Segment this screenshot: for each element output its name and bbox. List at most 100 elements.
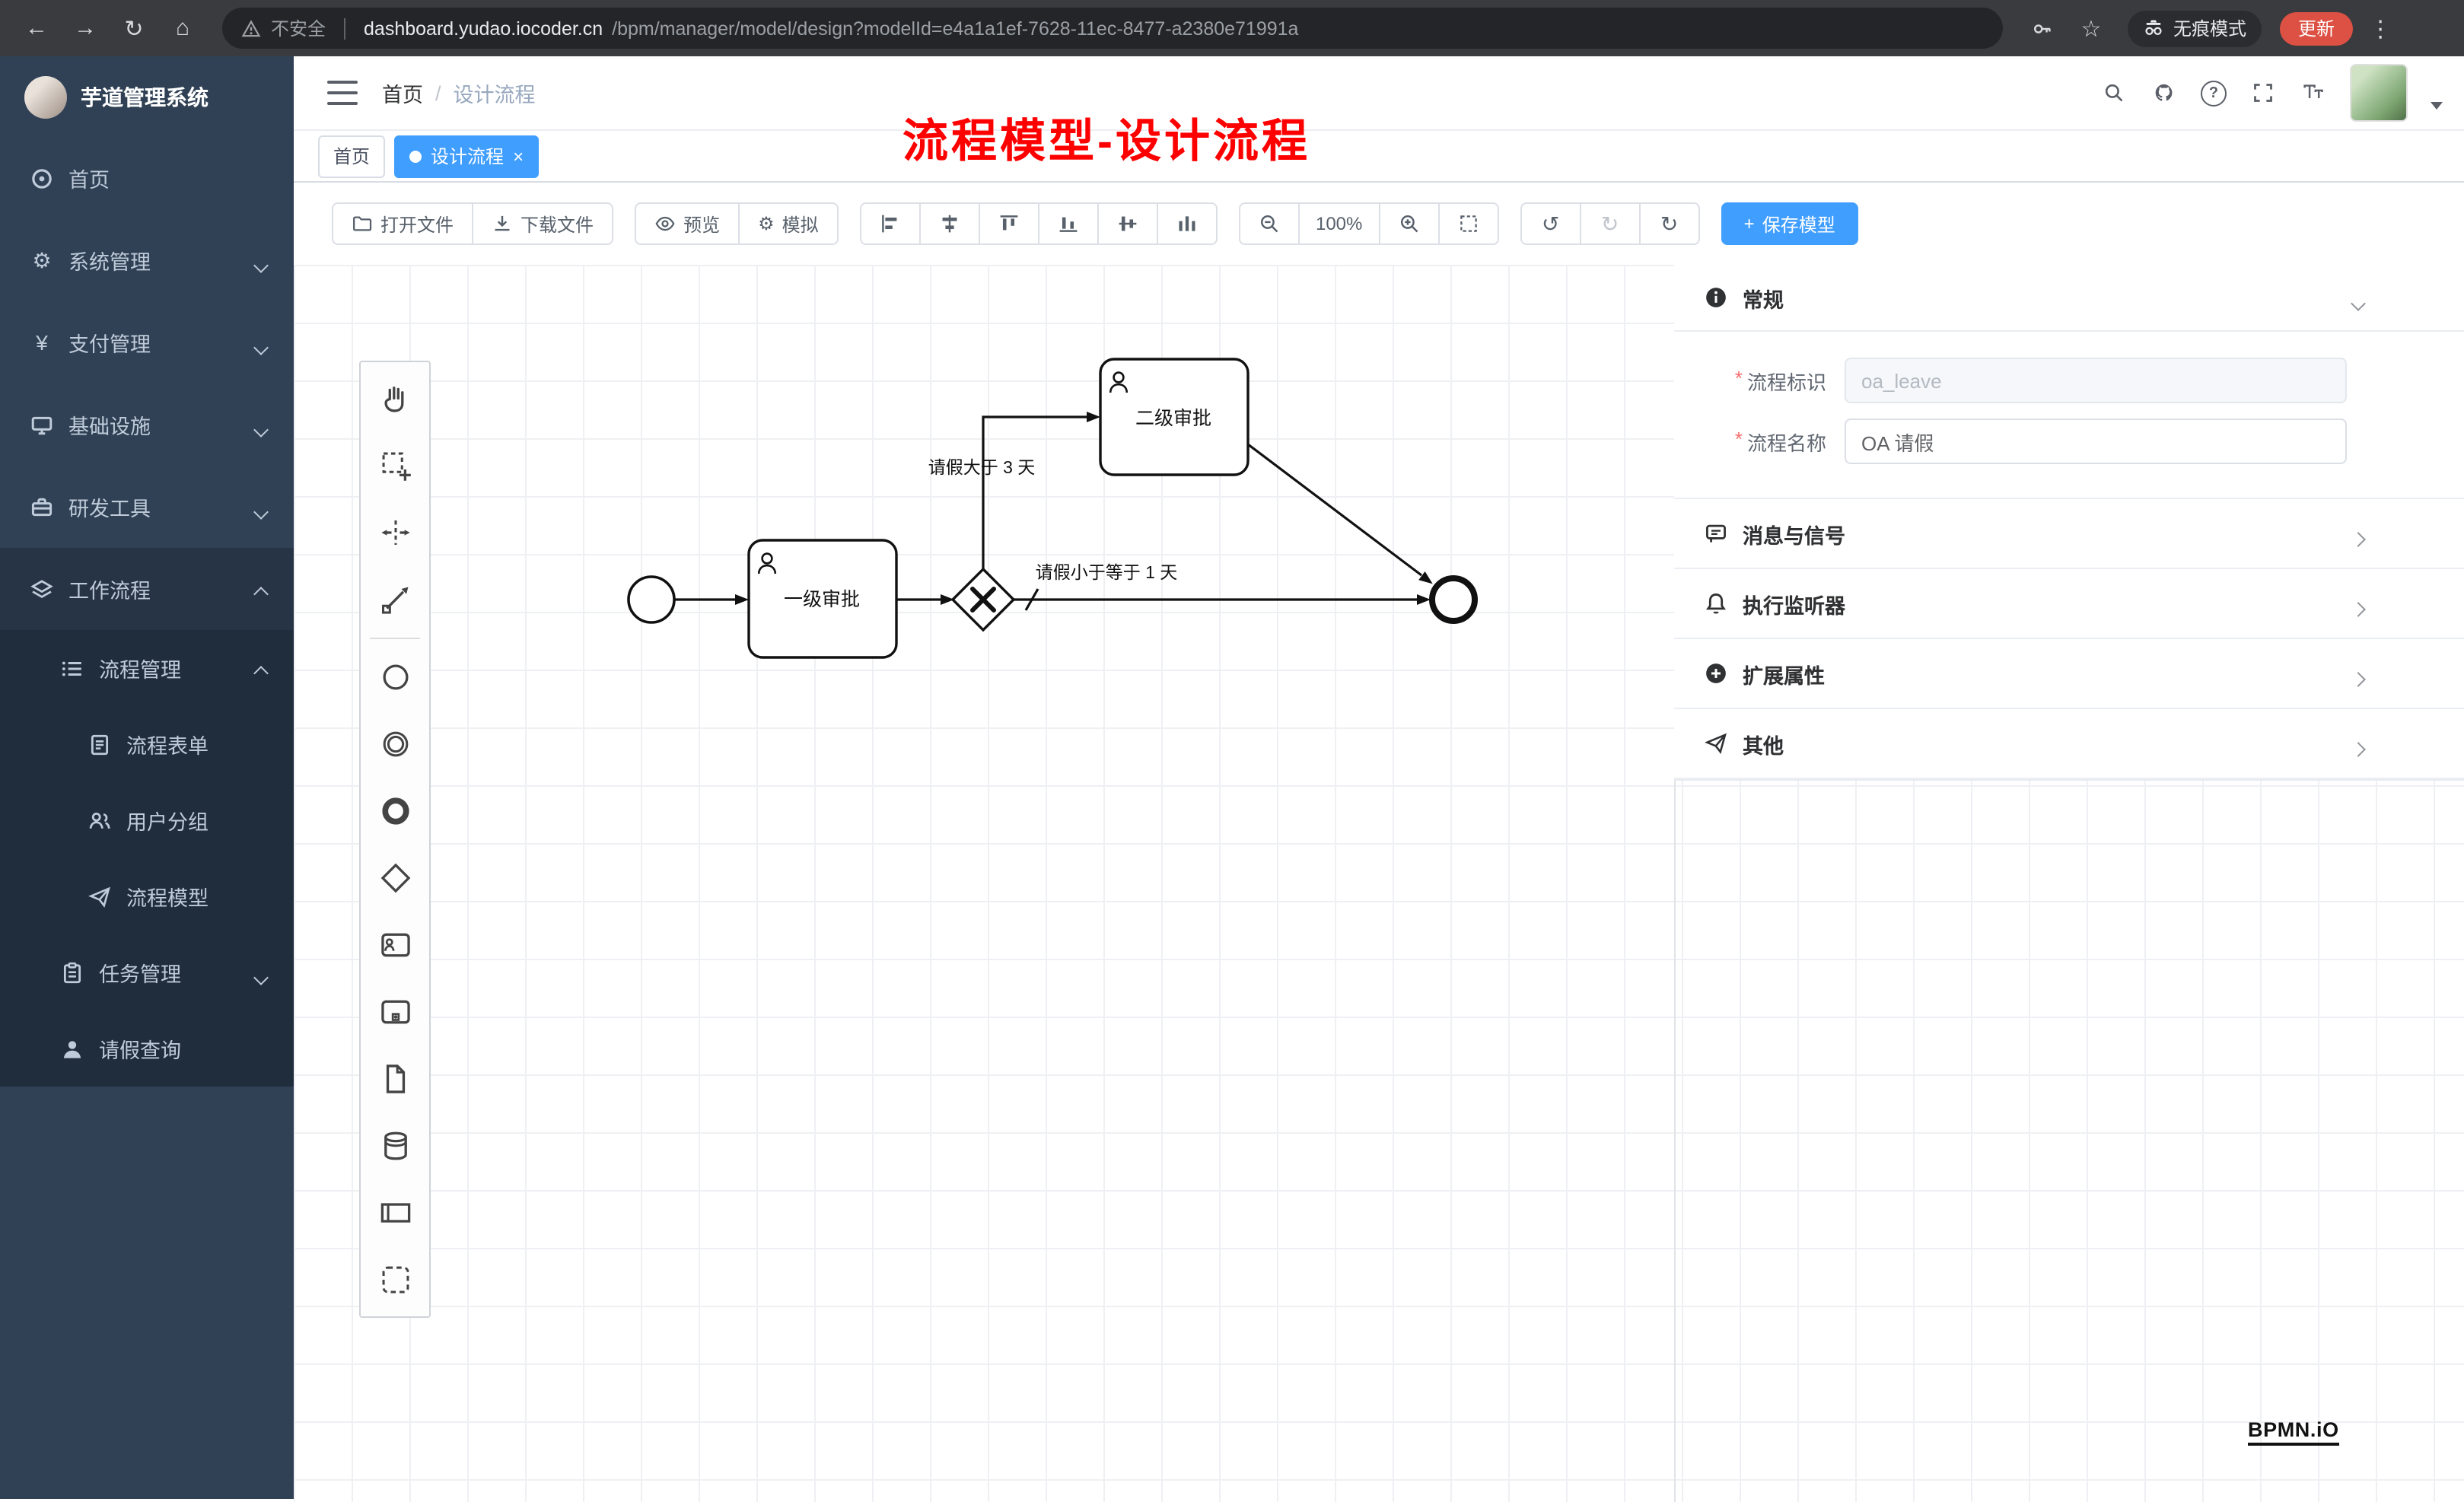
sidebar-item-label: 首页 <box>68 169 110 192</box>
refresh-icon: ↻ <box>1660 211 1679 235</box>
align-center-horizontal-button[interactable] <box>918 202 980 245</box>
undo-button[interactable]: ↺ <box>1520 202 1581 245</box>
avatar-caret-icon[interactable] <box>2431 101 2443 109</box>
task-node-level2[interactable]: 二级审批 <box>1099 358 1250 476</box>
bpmn-canvas[interactable]: 请假大于 3 天 请假小于等于 1 天 一级审批 <box>294 265 2464 1502</box>
create-group[interactable] <box>361 1246 429 1313</box>
restart-button[interactable]: ↻ <box>1638 202 1700 245</box>
distribute-horizontal-button[interactable] <box>1156 202 1218 245</box>
save-model-button[interactable]: + 保存模型 <box>1721 202 1858 245</box>
fullscreen-icon[interactable] <box>2249 79 2277 107</box>
sidebar-item-system[interactable]: ⚙ 系统管理 <box>0 219 294 301</box>
collapse-sidebar-icon[interactable] <box>327 81 358 105</box>
browser-menu-icon[interactable]: ⋮ <box>2369 16 2392 42</box>
sidebar-item-process-mgmt[interactable]: 流程管理 <box>0 630 294 706</box>
preview-button[interactable]: 预览 <box>635 202 740 245</box>
sidebar-item-payment[interactable]: ¥ 支付管理 <box>0 301 294 383</box>
sidebar-item-process-model[interactable]: 流程模型 <box>0 858 294 934</box>
forward-icon[interactable]: → <box>74 15 97 41</box>
create-user-task[interactable] <box>361 912 429 979</box>
create-gateway[interactable] <box>361 845 429 912</box>
panel-divider <box>1674 265 1676 1502</box>
tags-view: 首页 设计流程 × <box>294 131 2464 183</box>
flow-gateway-to-task2[interactable] <box>982 415 1087 569</box>
help-icon[interactable]: ? <box>2201 80 2227 106</box>
tab-design-process[interactable]: 设计流程 × <box>394 135 540 177</box>
panel-section-other[interactable]: 其他 <box>1674 709 2464 779</box>
incognito-icon <box>2145 19 2162 34</box>
create-data-store[interactable] <box>361 1112 429 1179</box>
start-event-node[interactable] <box>627 575 676 624</box>
panel-section-messages[interactable]: 消息与信号 <box>1674 499 2464 569</box>
panel-section-listeners[interactable]: 执行监听器 <box>1674 569 2464 639</box>
task-label: 一级审批 <box>784 589 860 610</box>
panel-section-extensions[interactable]: 扩展属性 <box>1674 639 2464 709</box>
create-start-event[interactable] <box>361 644 429 711</box>
global-connect-tool[interactable] <box>361 566 429 633</box>
tab-close-icon[interactable]: × <box>513 145 524 167</box>
end-event-node[interactable] <box>1429 575 1478 624</box>
zoom-level[interactable]: 100% <box>1297 202 1380 245</box>
password-key-icon[interactable] <box>2021 7 2064 49</box>
address-bar[interactable]: 不安全 dashboard.yudao.iocoder.cn/bpm/manag… <box>222 8 2003 49</box>
update-button[interactable]: 更新 <box>2280 11 2354 45</box>
security-label[interactable]: 不安全 <box>271 18 326 40</box>
space-tool[interactable] <box>361 499 429 566</box>
info-icon <box>1706 288 1726 307</box>
sidebar-item-home[interactable]: 首页 <box>0 137 294 219</box>
font-size-icon[interactable] <box>2300 79 2327 107</box>
arrowhead <box>1087 412 1100 422</box>
monitor-icon <box>31 415 53 434</box>
bpmn-io-logo[interactable]: BPMN.iO <box>2248 1418 2339 1446</box>
flow-task2-to-end[interactable] <box>1247 443 1422 577</box>
sidebar-item-task-mgmt[interactable]: 任务管理 <box>0 934 294 1010</box>
panel-section-general[interactable]: 常规 <box>1674 265 2464 332</box>
avatar[interactable] <box>2350 64 2408 122</box>
flow-label-le[interactable]: 请假小于等于 1 天 <box>1036 562 1178 582</box>
sidebar-item-label: 基础设施 <box>68 415 151 438</box>
zoom-reset-button[interactable] <box>1437 202 1499 245</box>
create-end-event[interactable] <box>361 778 429 845</box>
toolbox-icon <box>31 497 53 516</box>
sidebar-item-leave-query[interactable]: 请假查询 <box>0 1010 294 1087</box>
search-icon[interactable] <box>2100 79 2128 107</box>
github-icon[interactable] <box>2150 79 2178 107</box>
download-icon <box>495 215 510 231</box>
redo-button[interactable]: ↻ <box>1579 202 1641 245</box>
open-file-button[interactable]: 打开文件 <box>332 202 474 245</box>
process-name-input[interactable] <box>1845 418 2347 464</box>
sidebar-item-workflow[interactable]: 工作流程 <box>0 548 294 630</box>
task-node-level1[interactable]: 一级审批 <box>747 539 898 659</box>
breadcrumb-separator: / <box>435 81 441 104</box>
align-top-button[interactable] <box>978 202 1039 245</box>
home-icon[interactable]: ⌂ <box>175 15 190 41</box>
reload-icon[interactable]: ↻ <box>124 16 144 42</box>
bookmark-star-icon[interactable]: ☆ <box>2080 16 2102 42</box>
align-middle-vertical-button[interactable] <box>1097 202 1158 245</box>
palette-separator <box>370 638 420 639</box>
hand-tool[interactable] <box>361 365 429 432</box>
align-bottom-button[interactable] <box>1037 202 1099 245</box>
zoom-in-button[interactable] <box>1378 202 1440 245</box>
flow-label-gt[interactable]: 请假大于 3 天 <box>928 457 1036 477</box>
tab-home[interactable]: 首页 <box>318 135 386 177</box>
sidebar-item-devtools[interactable]: 研发工具 <box>0 466 294 548</box>
url-path: /bpm/manager/model/design?modelId=e4a1a1… <box>612 18 1299 39</box>
download-file-button[interactable]: 下载文件 <box>472 202 614 245</box>
section-title: 其他 <box>1743 734 1784 757</box>
align-left-button[interactable] <box>859 202 921 245</box>
lasso-tool[interactable] <box>361 432 429 499</box>
sidebar-item-process-form[interactable]: 流程表单 <box>0 706 294 782</box>
create-subprocess[interactable] <box>361 979 429 1045</box>
exclusive-gateway-node[interactable] <box>950 567 1016 632</box>
breadcrumb-home[interactable]: 首页 <box>382 84 423 107</box>
create-intermediate-event[interactable] <box>361 711 429 778</box>
create-data-object[interactable] <box>361 1045 429 1112</box>
simulate-button[interactable]: ⚙ 模拟 <box>738 202 839 245</box>
dashboard-icon <box>32 168 52 188</box>
sidebar-item-infra[interactable]: 基础设施 <box>0 383 294 466</box>
sidebar-item-user-group[interactable]: 用户分组 <box>0 782 294 858</box>
back-icon[interactable]: ← <box>25 15 48 41</box>
zoom-out-button[interactable] <box>1238 202 1300 245</box>
create-participant[interactable] <box>361 1179 429 1246</box>
